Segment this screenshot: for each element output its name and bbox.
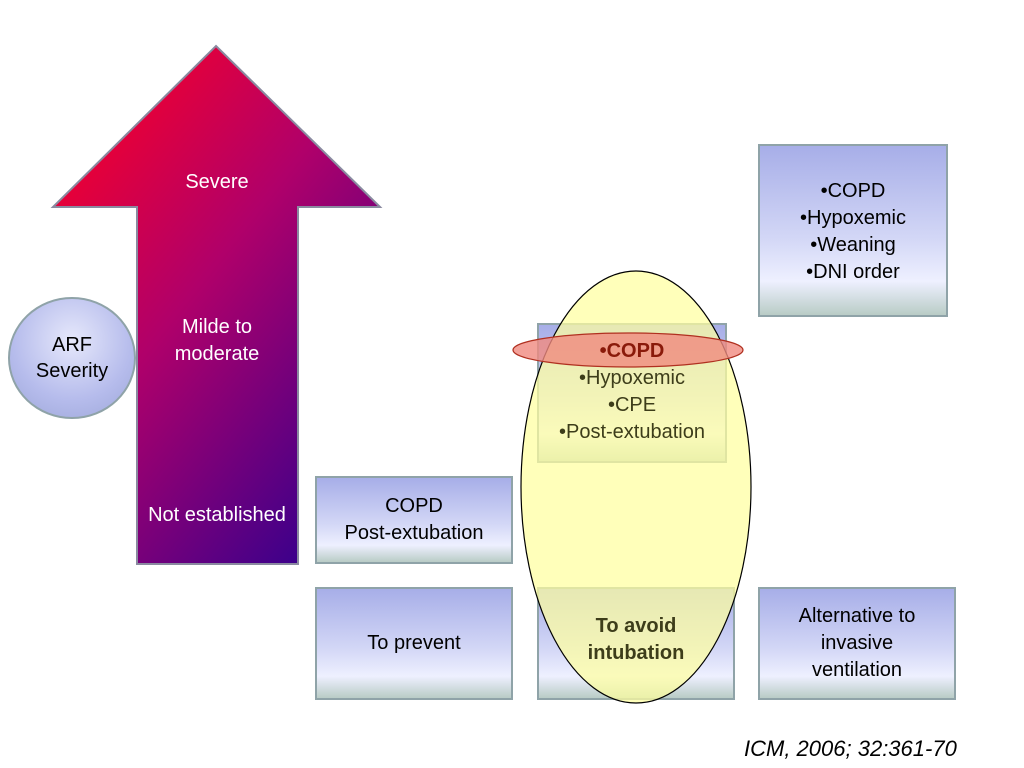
list-item: •Hypoxemic: [579, 367, 685, 389]
to-avoid-intubation-text: To avoid intubation: [537, 613, 735, 667]
list-item: •DNI order: [806, 261, 900, 283]
arf-severity-circle: ARF Severity: [8, 297, 136, 419]
copd-highlight-oval: [512, 332, 744, 368]
box-line: Alternative to: [798, 605, 916, 627]
list-item-copd: •COPD: [599, 340, 665, 362]
box-label: To prevent: [367, 632, 461, 654]
box-line: To avoid: [595, 615, 677, 637]
box-line: Post-extubation: [344, 522, 484, 544]
box-line: intubation: [587, 642, 685, 664]
arrow-level-not-established: Not established: [148, 504, 286, 526]
severity-label: Severity: [35, 360, 109, 382]
box-line: invasive: [820, 632, 894, 654]
box-line: COPD: [385, 495, 443, 517]
arf-label: ARF: [52, 334, 92, 356]
list-item: •COPD: [820, 180, 886, 202]
box-alternative-indications: •COPD •Hypoxemic •Weaning •DNI order: [758, 144, 948, 317]
box-prevent-indications: COPD Post-extubation: [315, 476, 513, 564]
box-line: ventilation: [811, 659, 903, 681]
box-alternative-ventilation: Alternative to invasive ventilation: [758, 587, 956, 700]
list-item: •Post-extubation: [559, 421, 705, 443]
list-item: •Hypoxemic: [800, 207, 906, 229]
list-item: •CPE: [607, 394, 657, 416]
severity-arrow: [50, 44, 383, 565]
box-to-prevent: To prevent: [315, 587, 513, 700]
highlight-oval: [520, 270, 752, 704]
citation: ICM, 2006; 32:361-70: [744, 736, 957, 761]
arrow-level-severe: Severe: [185, 171, 249, 193]
arrow-level-mild-moderate: Milde to moderate: [174, 316, 260, 365]
middle-list-text: •COPD •Hypoxemic •CPE •Post-extubation: [527, 338, 737, 446]
list-item: •Weaning: [810, 234, 896, 256]
